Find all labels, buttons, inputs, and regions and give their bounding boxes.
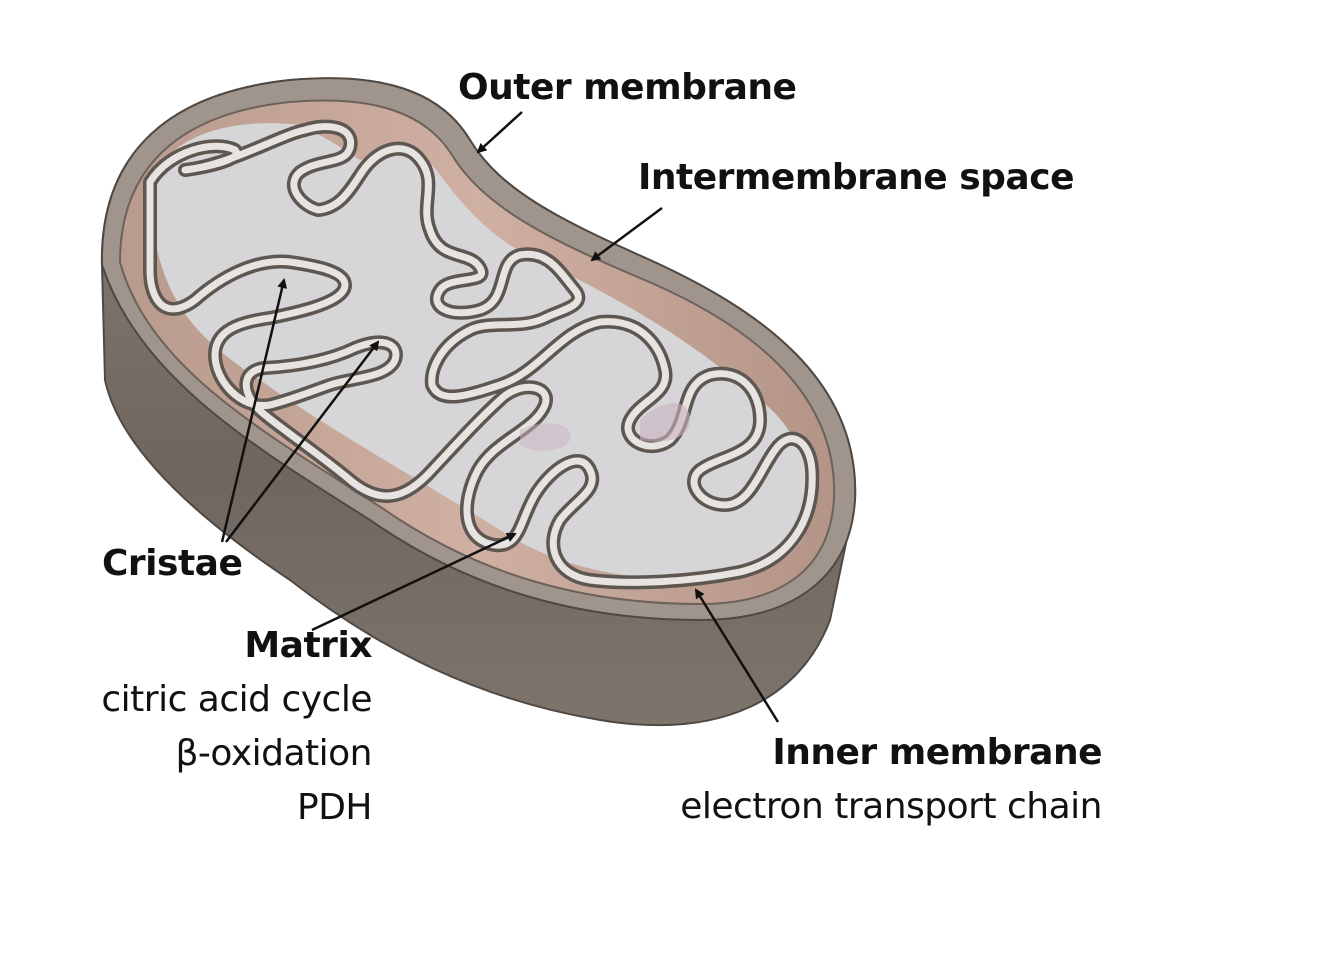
arrow-cristae-2 xyxy=(225,340,380,543)
label-inner-membrane: Inner membrane xyxy=(772,732,1102,773)
matrix-area xyxy=(150,123,811,580)
matrix-accent xyxy=(640,403,690,442)
arrow-cristae-1 xyxy=(220,278,288,543)
arrow-matrix xyxy=(311,532,517,632)
label-matrix: Matrix xyxy=(244,625,372,666)
arrow-intermembrane-space xyxy=(590,206,663,262)
matrix-process-beta-oxidation: β-oxidation xyxy=(175,733,372,774)
label-outer-membrane: Outer membrane xyxy=(458,67,797,108)
matrix-accent xyxy=(520,423,571,451)
label-cristae: Cristae xyxy=(102,543,243,584)
matrix-process-citric-acid-cycle: citric acid cycle xyxy=(101,679,372,720)
arrow-inner-membrane xyxy=(694,588,780,723)
label-arrows xyxy=(220,111,780,723)
label-intermembrane-space: Intermembrane space xyxy=(638,157,1074,198)
inner-membrane-process-etc: electron transport chain xyxy=(680,786,1102,827)
arrow-outer-membrane xyxy=(476,111,523,154)
matrix-process-pdh: PDH xyxy=(297,787,373,828)
cristae-folds xyxy=(142,119,820,590)
